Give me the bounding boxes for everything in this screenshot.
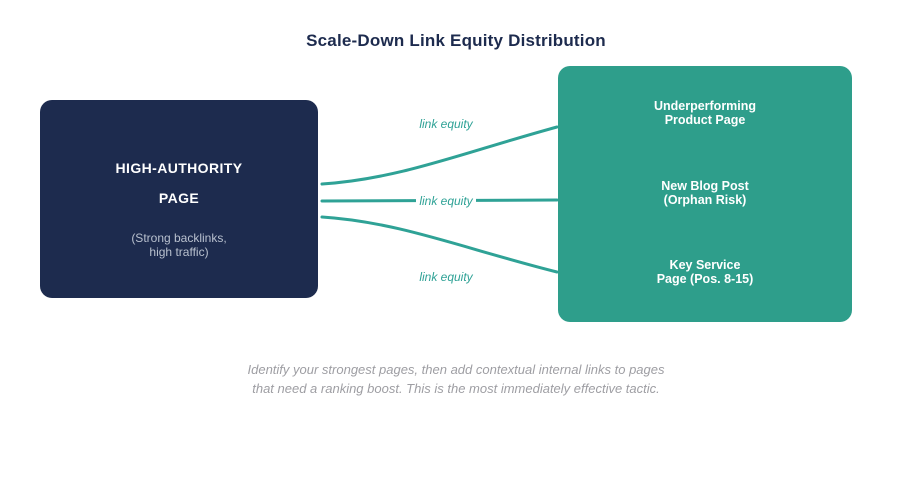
target-1-line2: Product Page bbox=[664, 112, 746, 127]
target-2-line2: (Orphan Risk) bbox=[663, 192, 747, 207]
target-2-line1: New Blog Post bbox=[661, 179, 749, 193]
source-node-subtitle-line1: (Strong backlinks, bbox=[131, 231, 227, 245]
edge-bottom-curve bbox=[320, 215, 559, 274]
target-underperforming-product-page: Underperforming Product Page bbox=[558, 99, 852, 127]
target-key-service-page: Key Service Page (Pos. 8-15) bbox=[558, 258, 852, 286]
target-3-line1: Key Service bbox=[669, 258, 741, 272]
source-node-title-line1: HIGH-AUTHORITY bbox=[115, 160, 243, 176]
source-node-subtitle: (Strong backlinks, high traffic) bbox=[40, 231, 318, 259]
edge-top-curve bbox=[320, 125, 559, 186]
target-1-line1: Underperforming bbox=[653, 99, 757, 113]
diagram-caption: Identify your strongest pages, then add … bbox=[0, 360, 912, 398]
source-node-subtitle-line2: high traffic) bbox=[149, 245, 209, 259]
target-node-group: Underperforming Product Page New Blog Po… bbox=[558, 66, 852, 322]
target-3-line2: Page (Pos. 8-15) bbox=[656, 271, 754, 286]
edge-label-middle-text: link equity bbox=[416, 194, 476, 208]
target-new-blog-post: New Blog Post (Orphan Risk) bbox=[558, 179, 852, 207]
source-node-title-line2: PAGE bbox=[158, 190, 200, 206]
source-node-high-authority-page: HIGH-AUTHORITY PAGE (Strong backlinks, h… bbox=[40, 100, 318, 298]
edge-label-bottom: link equity bbox=[419, 270, 473, 284]
edge-label-top: link equity bbox=[419, 117, 473, 131]
diagram-title: Scale-Down Link Equity Distribution bbox=[306, 31, 606, 50]
edge-label-middle: link equity bbox=[396, 194, 496, 208]
caption-line2: that need a ranking boost. This is the m… bbox=[252, 381, 660, 396]
caption-line1: Identify your strongest pages, then add … bbox=[247, 362, 665, 377]
